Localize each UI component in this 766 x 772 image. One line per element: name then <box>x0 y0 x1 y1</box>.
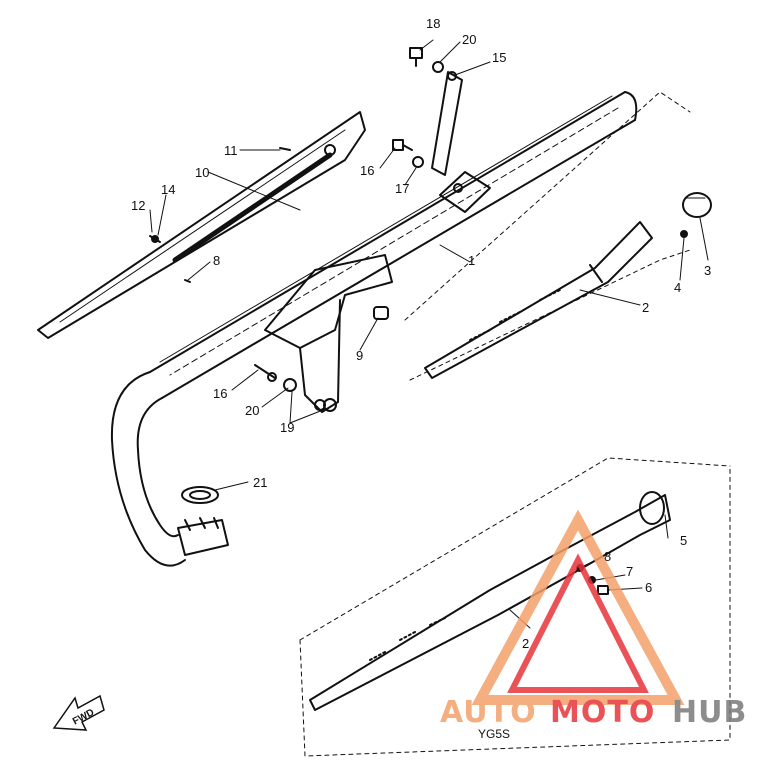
muffler-body <box>149 91 638 399</box>
callout-20b: 20 <box>245 403 259 418</box>
yg5s-inner-pipe <box>309 491 671 711</box>
washer-20-lower <box>283 378 297 392</box>
callout-14: 14 <box>161 182 175 197</box>
callout-20: 20 <box>462 32 476 47</box>
callout-7: 7 <box>626 564 633 579</box>
bolt-16-lower <box>254 364 277 382</box>
washer-17 <box>412 156 424 168</box>
callout-15: 15 <box>492 50 506 65</box>
callout-16a: 16 <box>360 163 374 178</box>
bolt-6 <box>597 585 609 595</box>
clip-8 <box>184 279 191 283</box>
bolt-4 <box>680 230 688 238</box>
callout-17: 17 <box>395 181 409 196</box>
end-cap <box>682 192 712 218</box>
grommet-9 <box>373 306 389 320</box>
inner-pipe <box>424 221 653 379</box>
callout-5: 5 <box>680 533 687 548</box>
watermark-logo: AUTO MOTO HUB <box>440 509 747 730</box>
nut-14 <box>151 235 159 243</box>
washer-20-top <box>432 61 444 73</box>
header-pipe <box>110 371 186 567</box>
callout-8b: 8 <box>604 549 611 564</box>
muffler-stay <box>431 71 463 176</box>
watermark-hub: HUB <box>672 695 747 730</box>
callout-11: 11 <box>224 143 238 158</box>
heat-shield <box>37 111 366 339</box>
callout-18: 18 <box>426 16 440 31</box>
callout-6: 6 <box>645 580 652 595</box>
fwd-arrow: FWD <box>52 694 105 731</box>
callout-21: 21 <box>253 475 267 490</box>
ring-nut <box>177 517 229 556</box>
watermark-moto: MOTO <box>550 695 655 730</box>
callout-2a: 2 <box>642 300 649 315</box>
rear-mount <box>439 171 491 213</box>
callout-12: 12 <box>131 198 145 213</box>
callout-1: 1 <box>468 253 475 268</box>
callout-19: 19 <box>280 420 294 435</box>
callout-2b: 2 <box>522 636 529 651</box>
yg5s-box <box>299 457 731 757</box>
callout-labels: 18 20 15 11 10 16 17 12 14 8 1 3 4 2 9 1… <box>131 16 711 651</box>
triangle-icon <box>471 509 685 705</box>
variant-caption: YG5S <box>478 727 510 741</box>
callout-10: 10 <box>195 165 209 180</box>
callout-16b: 16 <box>213 386 227 401</box>
callout-9: 9 <box>356 348 363 363</box>
bolt-18 <box>409 47 423 67</box>
washer-19 <box>323 398 337 412</box>
watermark-auto: AUTO <box>440 695 537 730</box>
inner-pipe-box <box>404 91 691 381</box>
screw-11 <box>279 147 291 151</box>
bolt-16-upper <box>392 139 413 151</box>
callout-8a: 8 <box>213 253 220 268</box>
gasket-21 <box>181 486 219 504</box>
callout-4: 4 <box>674 280 681 295</box>
callout-3: 3 <box>704 263 711 278</box>
leader-lines <box>149 39 709 629</box>
